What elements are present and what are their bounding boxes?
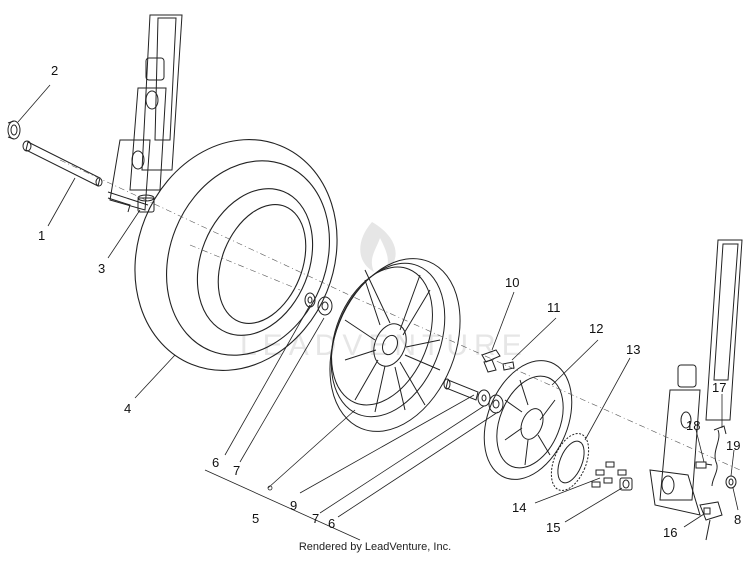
- part-label-18: 18: [686, 418, 700, 433]
- abs-sensor: [699, 501, 723, 541]
- part-label-14: 14: [512, 500, 526, 515]
- axle-nut: [7, 120, 21, 140]
- watermark-flame-icon: [360, 222, 396, 272]
- part-label-2: 2: [51, 63, 58, 78]
- left-bearings: [304, 292, 333, 316]
- sensor-washer: [725, 475, 737, 489]
- sensor-cable: [711, 425, 727, 487]
- footer-credit: Rendered by LeadVenture, Inc.: [298, 541, 452, 553]
- valve-stem: [481, 349, 501, 373]
- callout-brackets: [204, 469, 361, 541]
- abs-tone-ring: [550, 433, 590, 491]
- left-fork-leg: [107, 14, 183, 213]
- part-label-4: 4: [124, 401, 131, 416]
- tire: [134, 139, 338, 371]
- part-label-15: 15: [546, 520, 560, 535]
- leader-lines: [17, 84, 739, 528]
- part-label-6b: 6: [328, 516, 335, 531]
- part-label-16: 16: [663, 525, 677, 540]
- part-label-11: 11: [547, 300, 561, 315]
- part-label-1: 1: [38, 228, 45, 243]
- right-spacer: [619, 477, 633, 491]
- part-label-6a: 6: [212, 455, 219, 470]
- part-label-3: 3: [98, 261, 105, 276]
- wheel-rim: [329, 258, 461, 432]
- part-label-5: 5: [252, 511, 259, 526]
- brake-disc: [483, 360, 573, 480]
- front-axle: [22, 140, 103, 187]
- hub-spacer: [443, 378, 479, 401]
- watermark-text: LEADVENTURE: [240, 329, 528, 362]
- right-fork-leg: [649, 239, 743, 516]
- part-label-17: 17: [712, 380, 726, 395]
- assembly-centerlines: [59, 159, 741, 471]
- part-label-10: 10: [505, 275, 519, 290]
- part-labels: 2 1 3 4 6 7 5 9 7 6 10 11 12 13 14 15 16…: [38, 63, 741, 540]
- right-bearings: [477, 389, 504, 414]
- disc-bolts: [591, 461, 627, 488]
- part-label-19: 19: [726, 438, 740, 453]
- part-label-13: 13: [626, 342, 640, 357]
- part-label-7a: 7: [233, 463, 240, 478]
- part-label-7b: 7: [312, 511, 319, 526]
- part-5-marker: [267, 485, 273, 491]
- axle-spacer: [137, 194, 155, 213]
- part-label-8: 8: [734, 512, 741, 527]
- part-label-12: 12: [589, 321, 603, 336]
- part-label-9: 9: [290, 498, 297, 513]
- sensor-bolt: [695, 461, 713, 469]
- valve-cap: [502, 361, 515, 371]
